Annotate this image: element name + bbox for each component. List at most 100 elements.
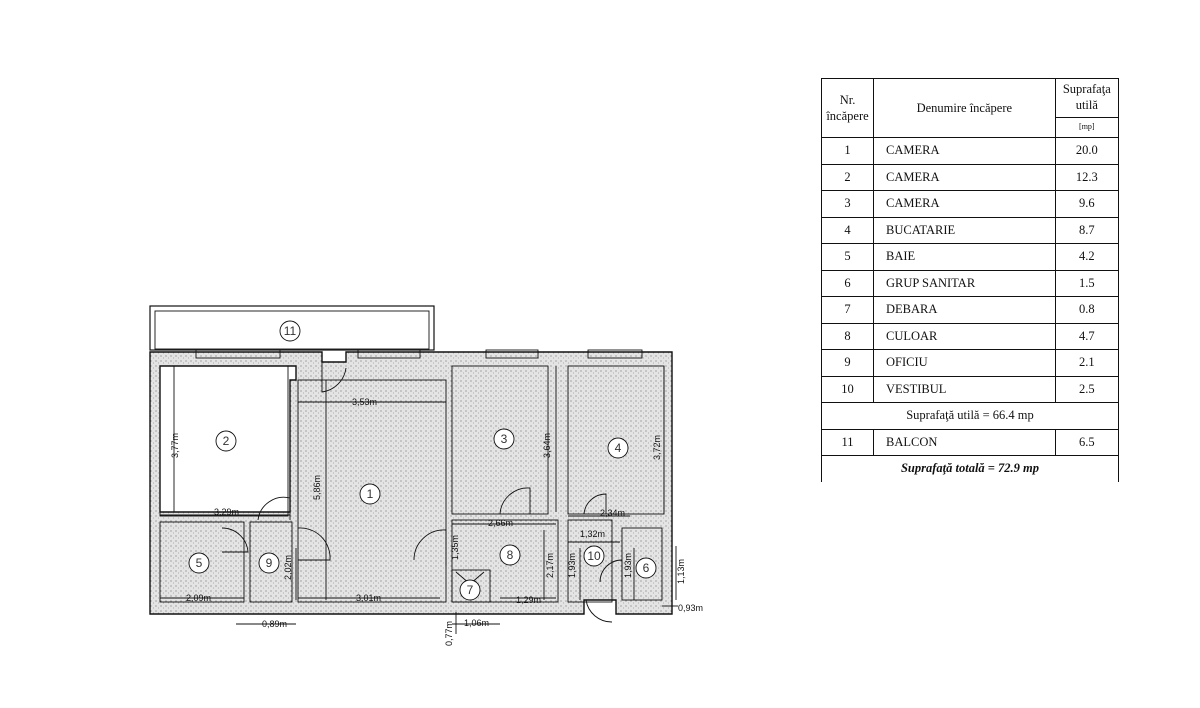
room-marker-circle — [583, 545, 605, 567]
cell-room-number: 4 — [821, 216, 874, 244]
room-8-floor — [451, 519, 559, 603]
dim-0-77: 0,77m — [444, 621, 454, 646]
exterior-walls — [149, 351, 673, 615]
dim-1-35: 1,35m — [450, 535, 460, 560]
room-2-floor — [159, 365, 289, 517]
cell-room-name: CAMERA — [873, 163, 1056, 191]
room-marker-2: 2 — [215, 430, 237, 452]
room-marker-label: 10 — [587, 549, 601, 563]
dim-1-29: 1,29m — [516, 595, 541, 605]
dim-1-93-right: 1,93m — [623, 553, 633, 578]
room-marker-circle — [215, 430, 237, 452]
room-marker-label: 6 — [643, 561, 650, 575]
table-row-balcony: 11 BALCON 6.5 — [821, 428, 1120, 456]
room-5-floor — [159, 521, 245, 603]
cell-room-name: DEBARA — [873, 296, 1056, 324]
cell-room-number: 9 — [821, 349, 874, 377]
room-area-table: Nr. încăpere Denumire încăpere Suprafaţa… — [821, 78, 1120, 482]
room-marker-circle — [459, 579, 481, 601]
header-area-label: Suprafaţa utilă — [1062, 82, 1111, 112]
cell-room-number: 2 — [821, 163, 874, 191]
cell-room-number: 5 — [821, 243, 874, 271]
room-marker-label: 5 — [196, 556, 203, 570]
dim-0-89: 0,89m — [262, 619, 287, 629]
cell-room-name: VESTIBUL — [873, 375, 1056, 403]
dim-3-72: 3,72m — [652, 435, 662, 460]
room-marker-11: 11 — [279, 320, 301, 342]
room-1-floor — [297, 379, 447, 603]
dim-2-02: 2,02m — [283, 555, 293, 580]
header-useful-area: Suprafaţa utilă [mp] — [1054, 78, 1120, 138]
cell-room-name: BALCON — [873, 428, 1056, 456]
room-marker-circle — [279, 320, 301, 342]
cell-room-number: 11 — [821, 428, 874, 456]
room-marker-circle — [499, 544, 521, 566]
dim-2-09: 2,09m — [186, 593, 211, 603]
cell-room-name: BAIE — [873, 243, 1056, 271]
cell-room-name: CULOAR — [873, 322, 1056, 350]
room-marker-8: 8 — [499, 544, 521, 566]
dim-3-77: 3,77m — [170, 433, 180, 458]
room-marker-1: 1 — [359, 483, 381, 505]
room-marker-10: 10 — [583, 545, 605, 567]
room-marker-3: 3 — [493, 428, 515, 450]
room-marker-4: 4 — [607, 437, 629, 459]
cell-room-name: CAMERA — [873, 137, 1056, 165]
cell-room-number: 3 — [821, 190, 874, 218]
cell-room-area: 8.7 — [1054, 216, 1120, 244]
dim-2-17: 2,17m — [545, 553, 555, 578]
room-marker-label: 2 — [223, 434, 230, 448]
room-marker-label: 11 — [284, 324, 297, 338]
room-marker-label: 4 — [615, 441, 622, 455]
cell-room-area: 6.5 — [1054, 428, 1120, 456]
cell-room-area: 20.0 — [1054, 137, 1120, 165]
cell-room-name: BUCATARIE — [873, 216, 1056, 244]
cell-room-area: 2.5 — [1054, 375, 1120, 403]
dim-5-86: 5,86m — [312, 475, 322, 500]
table-header-row: Nr. încăpere Denumire încăpere Suprafaţa… — [821, 78, 1120, 138]
cell-room-area: 9.6 — [1054, 190, 1120, 218]
balcony — [149, 305, 435, 351]
room-marker-circle — [635, 557, 657, 579]
room-marker-circle — [493, 428, 515, 450]
dim-3-01: 3,01m — [356, 593, 381, 603]
cell-room-area: 0.8 — [1054, 296, 1120, 324]
header-room-number: Nr. încăpere — [821, 78, 874, 138]
room-marker-5: 5 — [188, 552, 210, 574]
dim-1-06: 1,06m — [464, 618, 489, 628]
cell-room-area: 2.1 — [1054, 349, 1120, 377]
cell-room-name: OFICIU — [873, 349, 1056, 377]
dimension-lines — [160, 366, 678, 634]
cell-room-area: 4.7 — [1054, 322, 1120, 350]
useful-area-total: Suprafaţă utilă = 66.4 mp — [821, 402, 1119, 430]
dim-1-93-left: 1,93m — [567, 553, 577, 578]
dim-3-64: 3,64m — [542, 433, 552, 458]
cell-room-area: 4.2 — [1054, 243, 1120, 271]
dim-1-13: 1,13m — [676, 559, 686, 584]
dimension-labels: 3,53m 3,77m 5,86m 3,29m 3,64m 3,72m 2,66… — [170, 397, 703, 646]
dim-2-66: 2,66m — [488, 518, 513, 528]
room-marker-6: 6 — [635, 557, 657, 579]
total-area-row: Suprafaţă totală = 72.9 mp — [821, 455, 1119, 482]
dim-3-29: 3,29m — [214, 507, 239, 517]
cell-room-number: 8 — [821, 322, 874, 350]
cell-room-number: 6 — [821, 269, 874, 297]
dim-0-93: 0,93m — [678, 603, 703, 613]
cell-room-area: 1.5 — [1054, 269, 1120, 297]
header-area-unit: [mp] — [1055, 117, 1118, 135]
room-marker-9: 9 — [258, 552, 280, 574]
room-marker-circle — [607, 437, 629, 459]
room-marker-7: 7 — [459, 579, 481, 601]
dim-2-34: 2,34m — [600, 508, 625, 518]
cell-room-name: GRUP SANITAR — [873, 269, 1056, 297]
room-marker-label: 1 — [367, 487, 374, 501]
